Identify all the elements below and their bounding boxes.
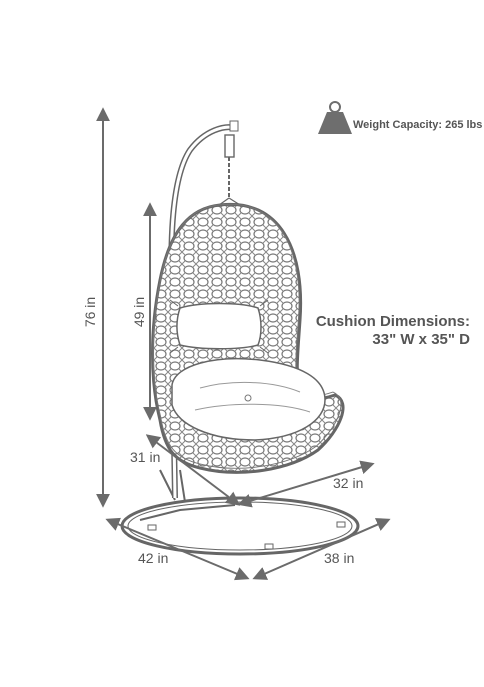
cushion-size: 33" W x 35" D (372, 331, 470, 348)
arrow-base-left (105, 517, 250, 581)
chair-pillow (169, 299, 269, 354)
cushion-dimensions: Cushion Dimensions: 33" W x 35" D (316, 313, 470, 348)
arrow-base-right (252, 518, 391, 580)
weight-capacity-label: Weight Capacity: 265 lbs (353, 119, 482, 131)
dimension-labels: 76 in 49 in 31 in 32 in 42 in 38 in (82, 297, 363, 566)
label-chair-width: 32 in (333, 475, 363, 491)
arrow-chair-width (237, 460, 375, 508)
weight-icon (318, 101, 352, 134)
label-chair-depth: 31 in (130, 449, 160, 465)
dimension-arrows (96, 107, 391, 581)
label-total-height: 76 in (82, 297, 98, 327)
cushion-title: Cushion Dimensions: (316, 313, 470, 330)
label-base-right: 38 in (324, 550, 354, 566)
arrow-chair-depth (145, 434, 241, 506)
weight-capacity: Weight Capacity: 265 lbs (318, 101, 482, 134)
hanging-chain (211, 134, 249, 211)
seat-cushion (171, 357, 326, 441)
label-base-left: 42 in (138, 550, 168, 566)
label-chair-height: 49 in (131, 297, 147, 327)
